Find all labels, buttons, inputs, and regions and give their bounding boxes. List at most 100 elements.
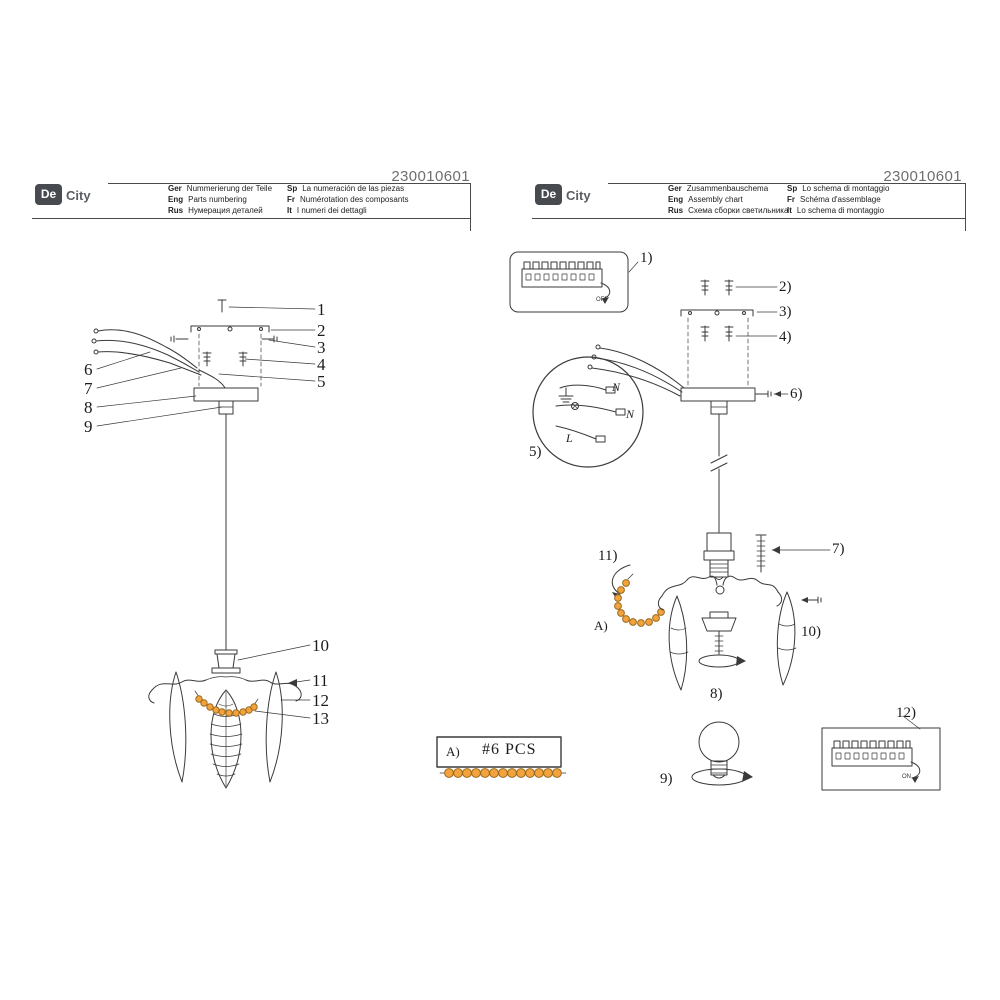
bead-chain-icon	[614, 573, 665, 627]
mount-bracket-icon	[190, 325, 270, 333]
step-1-label: 1)	[640, 250, 653, 266]
left-lang-it: It I numeri dei dettagli	[287, 206, 367, 216]
step-8-label: 8)	[710, 686, 723, 702]
bead-chain-label: A)	[594, 618, 608, 633]
supply-wires-icon	[91, 328, 226, 389]
mount-screws-icon	[202, 351, 248, 367]
lang-code: It	[787, 206, 792, 215]
lang-text: La numeración de las piezas	[302, 184, 405, 193]
glass-leaf-icon	[668, 591, 797, 691]
right-lang-it: It Lo schema di montaggio	[787, 206, 884, 216]
left-lang-rus: Rus Нумерация деталей	[168, 206, 263, 216]
canopy-icon	[680, 387, 756, 415]
lang-code: Rus	[168, 206, 184, 215]
lang-text: Parts numbering	[188, 195, 247, 204]
shade-frame-icon	[657, 575, 783, 611]
lang-code: Ger	[168, 184, 182, 193]
step-3-label: 3)	[779, 304, 792, 320]
lang-text: Схема сборки светильника	[688, 206, 789, 215]
lang-code: Eng	[168, 195, 184, 204]
left-header-tick	[470, 183, 471, 231]
glass-leaf-icon	[169, 671, 283, 789]
lang-text: Нумерация деталей	[188, 206, 263, 215]
callout-leader-lines	[96, 306, 316, 719]
callout-4: 4	[317, 355, 326, 374]
step-11-label: 11)	[598, 548, 618, 564]
bracket-step3-icon	[680, 309, 754, 317]
step-7-label: 7)	[832, 541, 845, 557]
ground-icon	[558, 387, 574, 403]
right-lang-eng: Eng Assembly chart	[668, 195, 743, 205]
wire-label-n1: N	[612, 380, 621, 394]
lang-code: Sp	[787, 184, 798, 193]
wire-label-l: L	[566, 431, 573, 445]
right-lang-ger: Ger Zusammenbauschema	[668, 184, 768, 194]
terminal-box-step1	[509, 251, 629, 313]
legend-a-label: A)	[446, 744, 460, 759]
right-article-code: 230010601	[883, 168, 962, 185]
callout-13: 13	[312, 709, 329, 728]
wire-label-n2: N	[626, 407, 635, 421]
bulb-step9-icon	[691, 721, 753, 786]
callout-1: 1	[317, 300, 326, 319]
callout-9: 9	[84, 417, 93, 436]
lang-text: Nummerierung der Teile	[186, 184, 273, 193]
step-9-label: 9)	[660, 771, 673, 787]
step-4-label: 4)	[779, 329, 792, 345]
left-lang-ger: Ger Nummerierung der Teile	[168, 184, 272, 194]
lang-code: Eng	[668, 195, 684, 204]
brand-logo-de: De	[35, 184, 62, 205]
lang-code: It	[287, 206, 292, 215]
switch-off-label: OFF	[596, 297, 608, 303]
brand-logo-de: De	[535, 184, 562, 205]
callout-11: 11	[312, 671, 329, 690]
side-screw-icon	[170, 335, 278, 343]
callout-5: 5	[317, 372, 326, 391]
switch-on-label: ON	[902, 774, 911, 780]
top-screw-icon	[217, 299, 227, 313]
left-lang-eng: Eng Parts numbering	[168, 195, 247, 205]
screws-step4-icon	[700, 325, 734, 342]
step-2-label: 2)	[779, 279, 792, 295]
terminal-box-step12	[821, 727, 941, 791]
step-5-label: 5)	[529, 444, 542, 460]
lang-code: Fr	[787, 195, 795, 204]
lang-text: Assembly chart	[688, 195, 743, 204]
shade-fitting-icon	[211, 649, 241, 674]
step-10-label: 10)	[801, 624, 821, 640]
step-6-label: 6)	[790, 386, 803, 402]
legend-bead-chain-icon	[439, 768, 567, 778]
lang-text: Schéma d'assemblage	[800, 195, 881, 204]
left-header-bottomline	[32, 218, 471, 219]
right-lang-fr: Fr Schéma d'assemblage	[787, 195, 881, 205]
callout-10: 10	[312, 636, 329, 655]
callout-2: 2	[317, 321, 326, 340]
lang-code: Ger	[668, 184, 682, 193]
left-header-topline	[108, 183, 471, 184]
cord-with-break-icon	[710, 413, 728, 533]
lang-code: Rus	[668, 206, 684, 215]
right-assembly-diagram	[509, 251, 941, 791]
right-header-topline	[608, 183, 966, 184]
threaded-screw-step7-icon	[755, 534, 767, 573]
lang-text: Numérotation des composants	[300, 195, 409, 204]
right-header-tick	[965, 183, 966, 231]
callout-7: 7	[84, 379, 93, 398]
callout-3: 3	[317, 338, 326, 357]
socket-icon	[703, 532, 735, 580]
lang-code: Fr	[287, 195, 295, 204]
right-header-bottomline	[532, 218, 966, 219]
legend-artwork	[436, 736, 567, 778]
lang-text: I numeri dei dettagli	[296, 206, 367, 215]
brand-logo-city: City	[566, 188, 591, 203]
wiring-detail-circle	[532, 356, 644, 468]
lang-text: Zusammenbauschema	[686, 184, 769, 193]
step-12-label: 12)	[896, 705, 916, 721]
left-article-code: 230010601	[391, 168, 470, 185]
legend-qty-label: #6 PCS	[482, 741, 537, 758]
callout-6: 6	[84, 360, 93, 379]
lang-text: Lo schema di montaggio	[796, 206, 885, 215]
